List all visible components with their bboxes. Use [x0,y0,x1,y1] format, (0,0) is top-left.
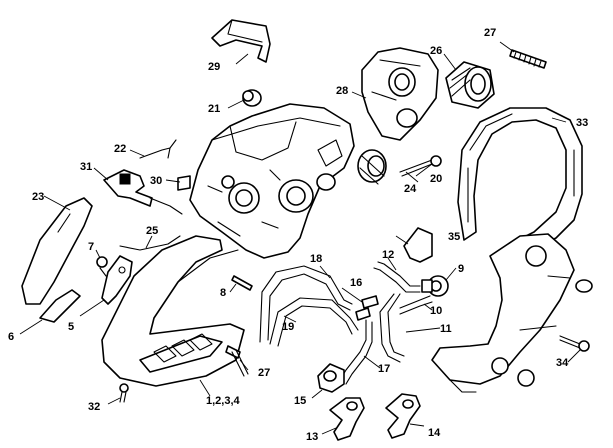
part-16-connector [355,295,379,321]
part-24-grommet [357,149,387,185]
part-7-ring [96,256,108,268]
front-handle-bracket [431,233,593,393]
part-5-throttle-trigger [101,255,133,305]
rear-handle-base [101,235,245,387]
callout-26: 26 [430,45,442,57]
callout-35: 35 [448,231,460,243]
callout-30: 30 [150,175,162,187]
part-34-screw [559,335,590,352]
part-6-interlock-lever [39,289,81,323]
callout-25: 25 [146,225,158,237]
callout-33: 33 [576,117,588,129]
callout-7: 7 [88,241,94,253]
part-35-clip [403,227,433,263]
callout-20: 20 [430,173,442,185]
callout-21: 21 [208,103,220,115]
callout-22: 22 [114,143,126,155]
part-25-spring-link [119,235,181,251]
part-14-clamp [385,393,421,439]
part-29-cover-plate [211,19,271,63]
small-pin [99,267,107,277]
part-18-fuel-hose [259,265,353,343]
callout-15: 15 [294,395,306,407]
callout-9: 9 [458,263,464,275]
callout-14: 14 [428,427,441,439]
callout-27-top: 27 [484,27,496,39]
part-28-shroud [361,47,439,141]
part-30-clip [177,175,191,191]
leader-lines [19,41,581,435]
part-19-hose [269,297,359,347]
callout-10: 10 [430,305,442,317]
part-23-handle-cover [21,197,93,305]
part-11-hose [379,293,405,363]
part-33-front-handle [457,107,583,257]
part-31-trigger [103,169,183,215]
callout-5: 5 [68,321,74,333]
part-32-screw [119,383,129,403]
callout-13: 13 [306,431,318,443]
callout-32: 32 [88,401,100,413]
part-27-spring [509,49,547,69]
part-21-plug [242,89,262,107]
callout-16: 16 [350,277,362,289]
part-15-fitting [317,363,345,393]
part-13-clamp [329,397,365,441]
callout-23: 23 [32,191,44,203]
part-9-fitting [421,275,449,297]
callout-8: 8 [220,287,226,299]
callout-11: 11 [440,323,452,335]
callout-17: 17 [378,363,390,375]
callout-18: 18 [310,253,322,265]
part-26-bellows [445,61,495,109]
part-10-hose [399,295,433,315]
part-22-wire-bracket [139,139,177,159]
callout-28: 28 [336,85,348,97]
callout-29: 29 [208,61,220,73]
part-20-long-screw [399,155,442,177]
callout-27-lower: 27 [258,367,270,379]
part-12-hose [373,261,421,293]
callout-24: 24 [404,183,417,195]
callout-34: 34 [556,357,569,369]
part-8-pin [231,275,253,291]
callout-6: 6 [8,331,14,343]
callout-12: 12 [382,249,394,261]
callouts: 29 21 28 26 27 33 22 31 30 23 7 25 5 6 8… [8,27,588,443]
part-27-screw-lower [225,345,249,377]
callout-19: 19 [282,321,294,333]
callout-1234: 1,2,3,4 [206,395,241,407]
main-housing [189,103,355,259]
callout-31: 31 [80,161,92,173]
